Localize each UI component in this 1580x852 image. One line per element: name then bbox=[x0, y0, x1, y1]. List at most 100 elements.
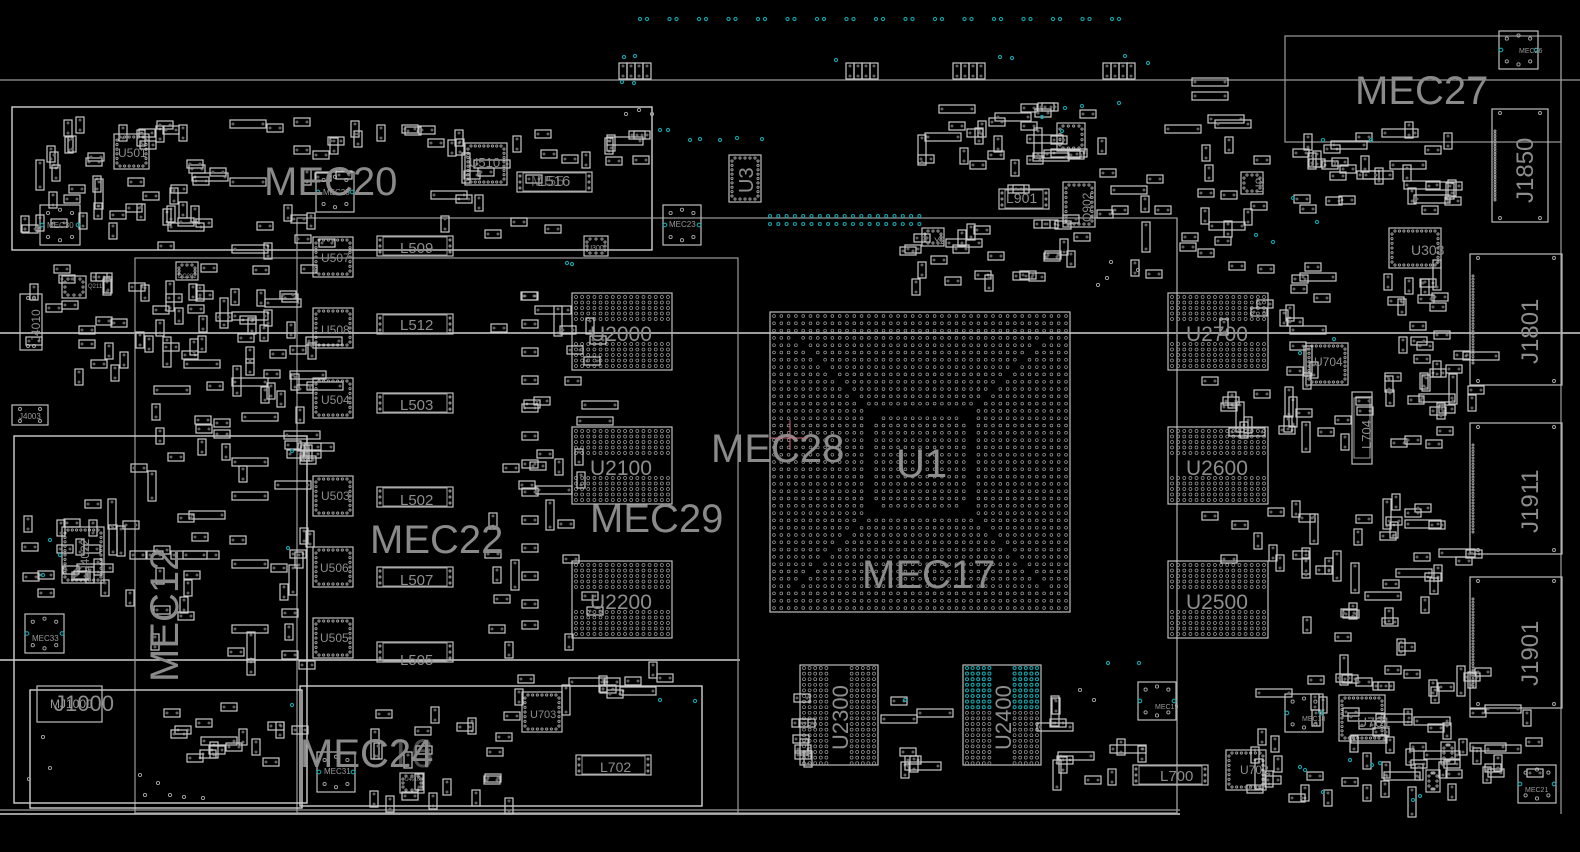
bga-u2500-ball bbox=[1219, 632, 1223, 636]
bga-u2700-ball bbox=[1182, 364, 1187, 368]
bga-u2200-ball bbox=[610, 574, 615, 578]
bga-u2100-ball bbox=[586, 429, 591, 433]
bga-u2500-ball bbox=[1231, 626, 1236, 631]
bga-u1-ball bbox=[779, 577, 784, 581]
bga-u2600-ball bbox=[1219, 440, 1223, 444]
bga-u1-ball bbox=[808, 321, 813, 326]
bga-u1-ball bbox=[896, 328, 900, 333]
bga-u1-ball bbox=[816, 533, 820, 537]
bga-u1-ball bbox=[772, 452, 776, 457]
bga-u2500-ball bbox=[1231, 579, 1236, 584]
bga-u2500-ball bbox=[1206, 632, 1211, 636]
bga-u2600-ball bbox=[1206, 451, 1211, 455]
bga-u1-ball bbox=[830, 533, 835, 537]
bga-u1-ball bbox=[779, 518, 784, 523]
bga-u1-ball bbox=[859, 365, 864, 369]
bga-u2700-ball bbox=[1206, 300, 1211, 305]
bga-u1-ball bbox=[889, 606, 893, 610]
bga-u1-ball bbox=[830, 438, 835, 442]
bga-u2600-outline bbox=[1167, 426, 1269, 505]
bga-u1-ball bbox=[772, 555, 776, 559]
bga-u1-ball bbox=[896, 591, 900, 596]
bga-u1-ball bbox=[867, 394, 871, 399]
bga-u2100-ball bbox=[592, 476, 597, 480]
bga-u2600-ball bbox=[1249, 498, 1254, 502]
bga-u1-ball bbox=[779, 467, 784, 472]
bga-u2200-ball bbox=[641, 585, 646, 589]
bga-u2700-ball bbox=[1194, 300, 1199, 305]
bga-u1-ball bbox=[859, 511, 864, 515]
bga-u2000-ball bbox=[647, 317, 652, 321]
bga-u1-ball bbox=[837, 321, 842, 326]
bga-u2100-ball bbox=[641, 429, 646, 433]
bga-u2200-ball bbox=[592, 579, 597, 584]
bga-u2600-ball bbox=[1237, 498, 1242, 502]
bga-u2100-ball bbox=[653, 429, 658, 433]
bga-u1-ball bbox=[816, 314, 820, 318]
bga-u2000-ball bbox=[666, 342, 670, 346]
bga-u2700-ball bbox=[1213, 358, 1217, 363]
bga-u1-ball bbox=[794, 474, 798, 479]
bga-u2200-ball bbox=[635, 579, 640, 584]
bga-u2200-ball bbox=[666, 632, 670, 636]
bga-u2100-ball bbox=[629, 445, 634, 450]
bga-u2100-ball bbox=[617, 492, 621, 497]
bga-u2100-ball bbox=[653, 451, 658, 455]
bga-u2200-ball bbox=[617, 568, 621, 573]
bga-u1-ball bbox=[889, 401, 893, 406]
bga-u2600-ball bbox=[1256, 481, 1260, 486]
bga-u2600-ball bbox=[1206, 429, 1211, 433]
bga-u1-ball bbox=[881, 460, 886, 464]
bga-u2200-ball bbox=[592, 615, 597, 620]
bga-u1-ball bbox=[867, 533, 871, 537]
bga-u1-ball bbox=[845, 540, 849, 545]
bga-u2100-ball bbox=[641, 492, 646, 497]
bga-u1-ball bbox=[881, 343, 886, 347]
bga-u1-ball bbox=[801, 336, 805, 340]
bga-u2200-ball bbox=[623, 610, 627, 614]
bga-u2000-ball bbox=[635, 342, 640, 346]
bga-u2500-ball bbox=[1237, 610, 1242, 614]
bga-u2700-ball bbox=[1225, 295, 1230, 299]
bga-u2000-ball bbox=[647, 300, 652, 305]
bga-u2000-ball bbox=[653, 347, 658, 352]
bga-u2100-ball bbox=[610, 492, 615, 497]
bga-u1-ball bbox=[779, 460, 784, 464]
bga-u2000-ball bbox=[574, 311, 578, 316]
bga-u1-ball bbox=[808, 577, 813, 581]
bga-u1-ball bbox=[896, 401, 900, 406]
bga-u1-ball bbox=[881, 591, 886, 596]
bga-u2700-ball bbox=[1243, 347, 1248, 352]
bga-u2700-ball bbox=[1225, 342, 1230, 346]
bga-u2100-ball bbox=[629, 481, 634, 486]
bga-u2600-ball bbox=[1225, 451, 1230, 455]
bga-u1-ball bbox=[830, 540, 835, 545]
bga-u2000-ball bbox=[604, 364, 609, 368]
bga-u2600-ball bbox=[1225, 440, 1230, 444]
bga-u1-ball bbox=[794, 569, 798, 574]
bga-u2500-ball bbox=[1262, 626, 1266, 631]
bga-u1-ball bbox=[852, 423, 857, 428]
bga-u2000-ball bbox=[617, 347, 621, 352]
bga-u1-ball bbox=[867, 328, 871, 333]
bga-u1-ball bbox=[881, 336, 886, 340]
bga-u2200-ball bbox=[660, 615, 664, 620]
bga-u2000-ball bbox=[629, 295, 634, 299]
bga-u1-ball bbox=[779, 372, 784, 377]
bga-u2000-ball bbox=[610, 306, 615, 310]
bga-u1-ball bbox=[794, 482, 798, 486]
bga-u2000-ball bbox=[666, 364, 670, 368]
bga-u1-ball bbox=[816, 365, 820, 369]
bga-u2700-ball bbox=[1231, 364, 1236, 368]
bga-u1-ball bbox=[889, 358, 893, 362]
bga-u1-ball bbox=[786, 401, 791, 406]
bga-u2000-ball bbox=[666, 358, 670, 363]
bga-u1-ball bbox=[823, 452, 827, 457]
bga-u2100-ball bbox=[629, 487, 634, 491]
bga-u1-ball bbox=[852, 511, 857, 515]
bga-u1-ball bbox=[867, 547, 871, 552]
bga-u1-ball bbox=[808, 584, 813, 588]
bga-u1-ball bbox=[896, 547, 900, 552]
bga-u1-ball bbox=[808, 562, 813, 566]
